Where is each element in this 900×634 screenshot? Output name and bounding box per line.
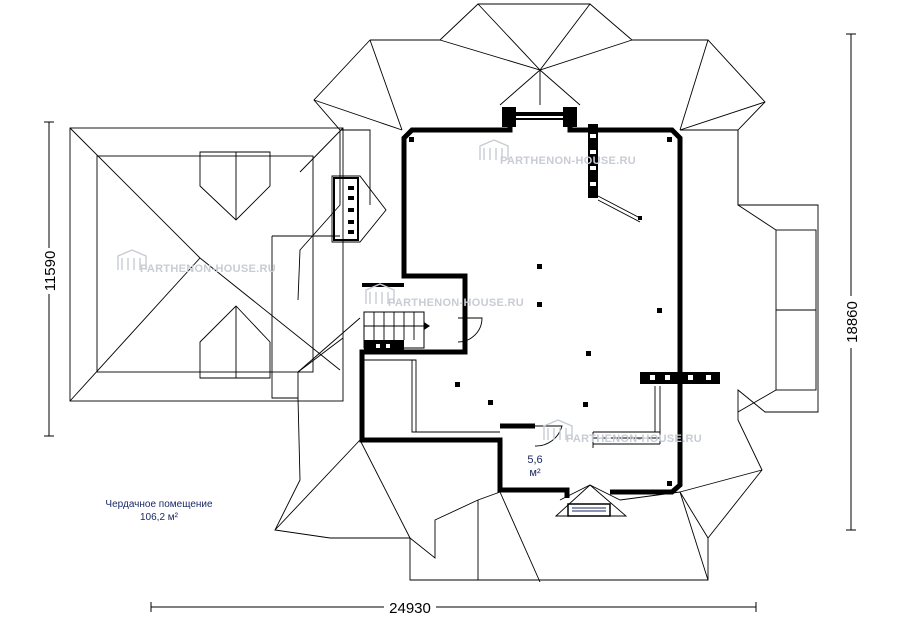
left-roof — [69, 127, 344, 402]
watermark-text: PARTHENON-HOUSE.RU — [388, 297, 524, 309]
dimension-bottom-value: 24930 — [389, 600, 431, 617]
small-room-label: 5,6 м² — [527, 454, 542, 479]
left-dormer — [331, 175, 387, 243]
watermark-text: PARTHENON-HOUSE.RU — [500, 155, 636, 167]
dimension-right-value: 18860 — [844, 301, 861, 343]
attic-label: Чердачное помещение 106,2 м² — [105, 499, 213, 523]
room-area-unit: м² — [529, 467, 541, 479]
walls — [359, 107, 720, 517]
watermark-text: PARTHENON-HOUSE.RU — [140, 263, 276, 275]
dimension-bottom: 24930 — [150, 598, 757, 618]
watermark-text: PARTHENON-HOUSE.RU — [566, 433, 702, 445]
watermark-2: PARTHENON-HOUSE.RU — [117, 249, 276, 275]
attic-area-text: 106,2 м² — [140, 512, 179, 523]
attic-label-text: Чердачное помещение — [105, 499, 213, 510]
column-points — [409, 137, 672, 486]
room-area-number: 5,6 — [527, 454, 542, 466]
main-roof — [274, 3, 819, 583]
watermark-1: PARTHENON-HOUSE.RU — [479, 139, 636, 167]
watermark-4: PARTHENON-HOUSE.RU — [543, 419, 702, 445]
watermark-3: PARTHENON-HOUSE.RU — [365, 283, 524, 309]
dimension-left-value: 11590 — [42, 251, 59, 292]
dimension-left: 11590 — [40, 121, 59, 437]
dimension-right: 18860 — [842, 33, 861, 531]
